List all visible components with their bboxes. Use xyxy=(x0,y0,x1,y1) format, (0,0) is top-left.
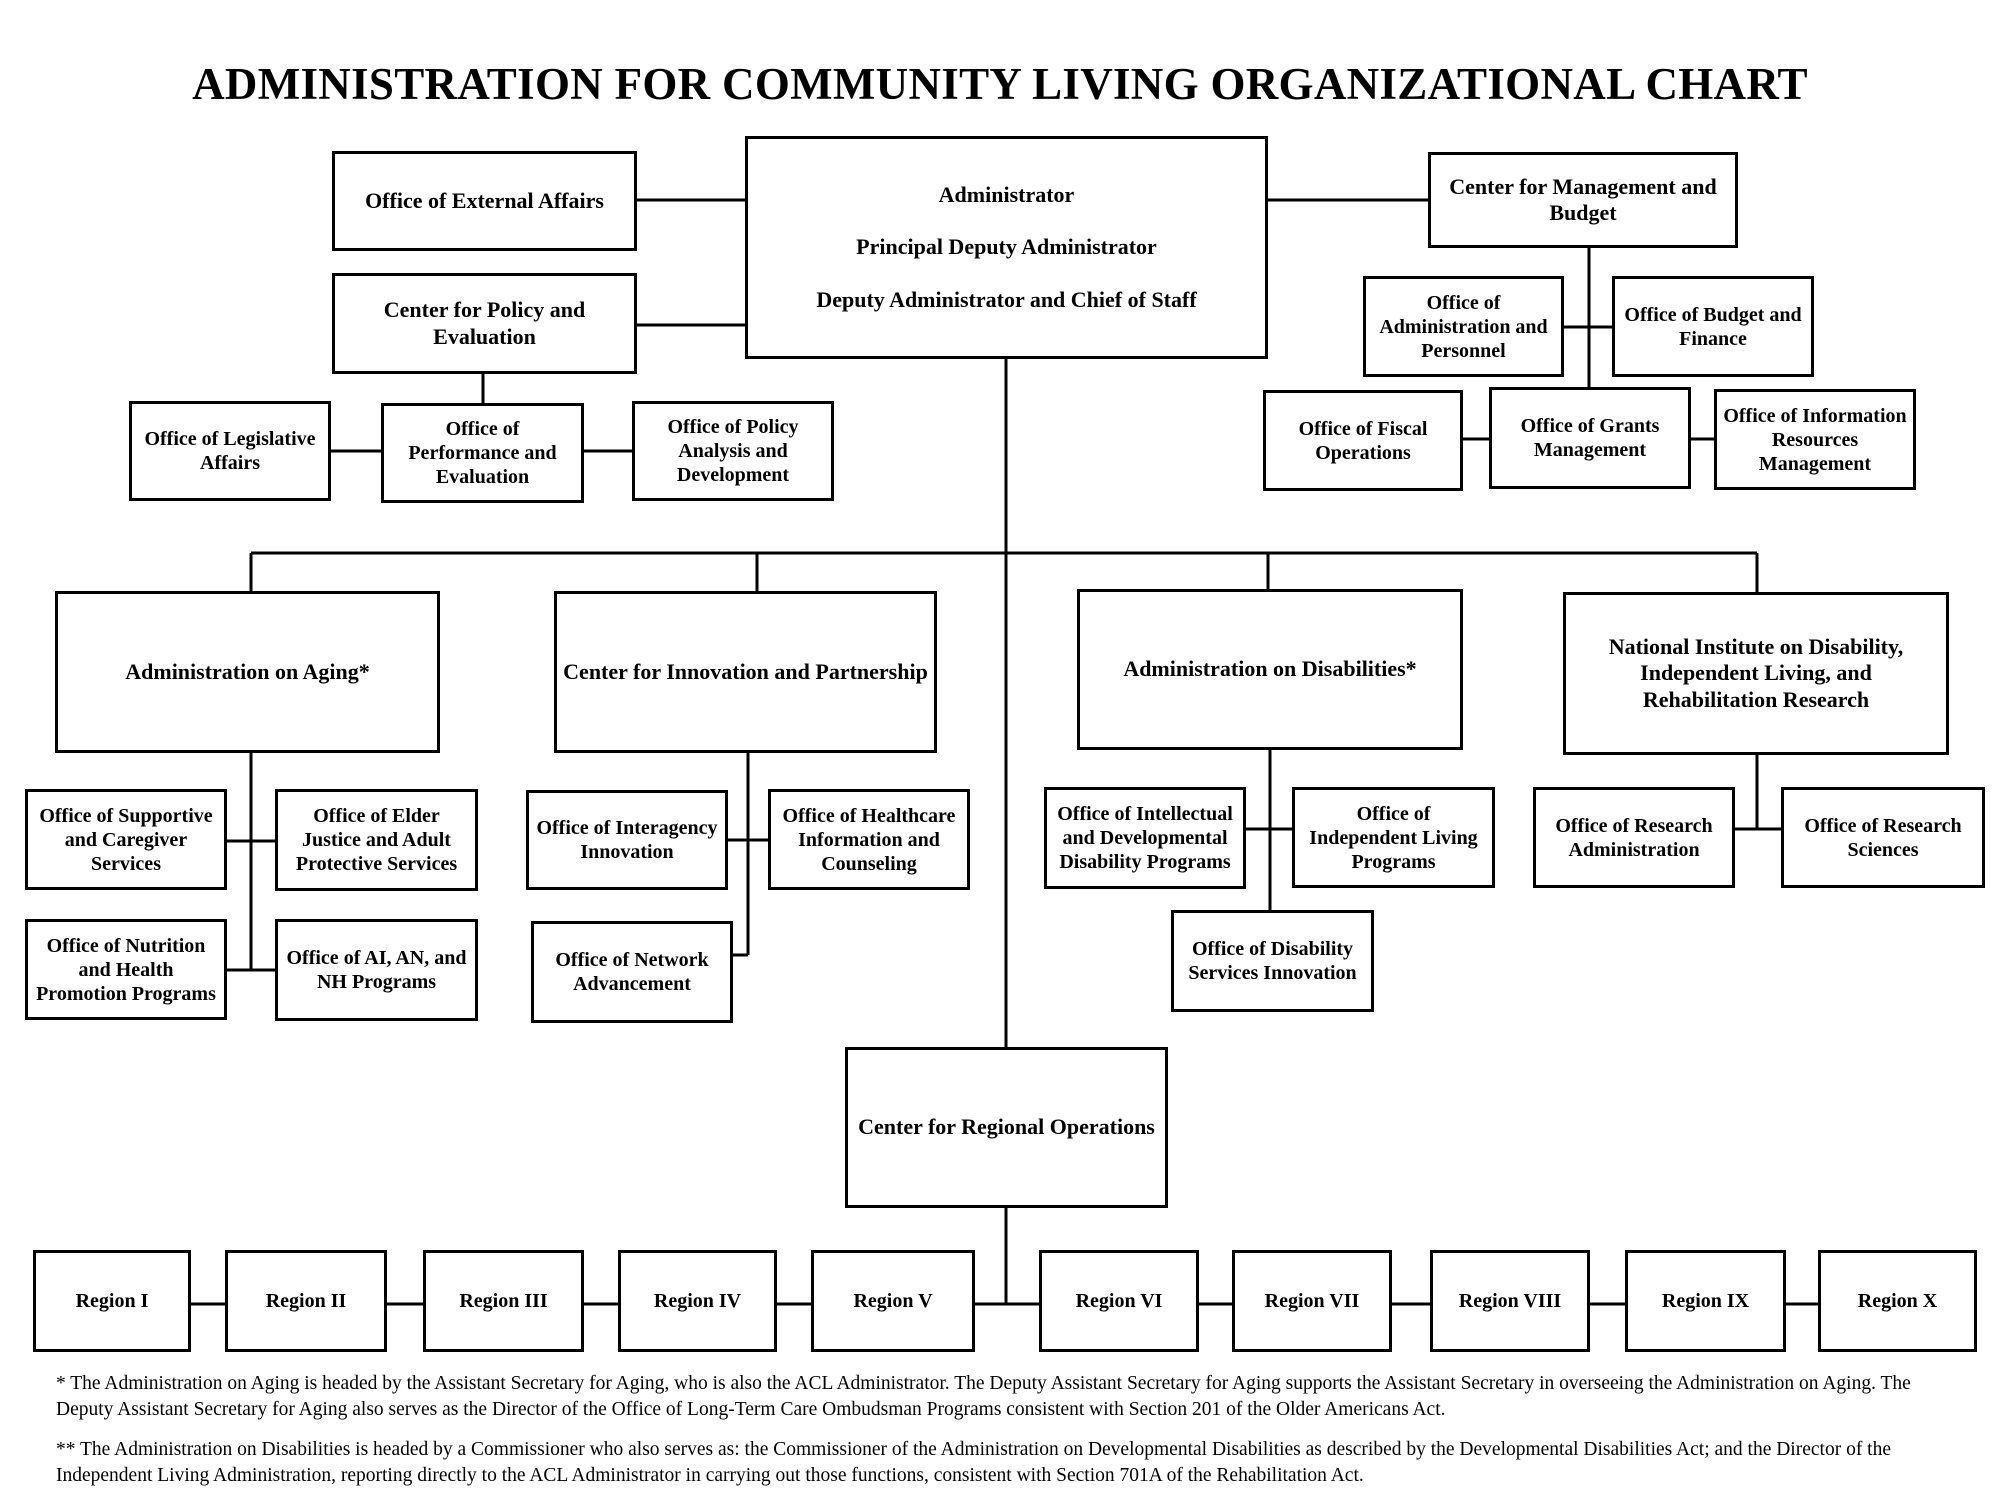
independent-living-box: Office of Independent Living Programs xyxy=(1292,787,1495,888)
management-budget-label: Center for Management and Budget xyxy=(1449,173,1717,225)
region-label: Region VIII xyxy=(1458,1290,1562,1312)
chart-title: ADMINISTRATION FOR COMMUNITY LIVING ORGA… xyxy=(192,59,1808,109)
region-label: Region VII xyxy=(1264,1290,1360,1312)
footnote-disabilities: ** The Administration on Disabilities is… xyxy=(56,1439,1892,1487)
fiscal-operations-label: Office of Fiscal Operations xyxy=(1298,417,1428,464)
ai-an-nh-box: Office of AI, AN, and NH Programs xyxy=(275,919,478,1021)
innovation-partnership-box: Center for Innovation and Partnership xyxy=(554,591,937,753)
external-affairs-label: Office of External Affairs xyxy=(365,187,604,213)
chief-of-staff-title: Deputy Administrator and Chief of Staff xyxy=(816,286,1197,312)
ai-an-nh-label: Office of AI, AN, and NH Programs xyxy=(286,947,467,993)
nidilrr-label: National Institute on Disability, Indepe… xyxy=(1608,633,1904,712)
regional-operations-label: Center for Regional Operations xyxy=(858,1114,1155,1140)
healthcare-info-label: Office of Healthcare Information and Cou… xyxy=(782,804,956,875)
grants-management-box: Office of Grants Management xyxy=(1489,387,1691,489)
disability-services-label: Office of Disability Services Innovation xyxy=(1188,938,1357,984)
policy-analysis-label: Office of Policy Analysis and Developmen… xyxy=(667,416,799,486)
footnote-aging: * The Administration on Aging is headed … xyxy=(56,1373,1911,1421)
region-label: Region III xyxy=(459,1290,548,1312)
elder-justice-box: Office of Elder Justice and Adult Protec… xyxy=(275,789,478,891)
supportive-caregiver-box: Office of Supportive and Caregiver Servi… xyxy=(25,789,227,890)
region-label: Region IV xyxy=(653,1290,742,1312)
disability-services-box: Office of Disability Services Innovation xyxy=(1171,910,1374,1012)
idd-programs-label: Office of Intellectual and Developmental… xyxy=(1057,803,1233,873)
interagency-innovation-label: Office of Interagency Innovation xyxy=(536,817,718,863)
performance-evaluation-box: Office of Performance and Evaluation xyxy=(381,403,584,503)
nutrition-health-box: Office of Nutrition and Health Promotion… xyxy=(25,919,227,1020)
region-box: Region V xyxy=(811,1250,975,1352)
budget-finance-label: Office of Budget and Finance xyxy=(1624,303,1802,350)
policy-evaluation-label: Center for Policy and Evaluation xyxy=(383,297,586,349)
research-sciences-label: Office of Research Sciences xyxy=(1804,814,1962,861)
admin-personnel-box: Office of Administration and Personnel xyxy=(1363,276,1564,377)
region-label: Region V xyxy=(853,1290,933,1312)
region-label: Region I xyxy=(75,1290,149,1312)
nidilrr-box: National Institute on Disability, Indepe… xyxy=(1563,592,1949,755)
aging-box: Administration on Aging* xyxy=(55,591,440,753)
admin-personnel-label: Office of Administration and Personnel xyxy=(1379,291,1548,362)
budget-finance-box: Office of Budget and Finance xyxy=(1612,276,1814,377)
external-affairs-box: Office of External Affairs xyxy=(332,151,637,251)
region-box: Region VII xyxy=(1232,1250,1392,1352)
region-box: Region X xyxy=(1818,1250,1977,1352)
healthcare-info-box: Office of Healthcare Information and Cou… xyxy=(768,789,970,890)
research-admin-label: Office of Research Administration xyxy=(1555,814,1713,861)
region-label: Region IX xyxy=(1661,1290,1750,1312)
elder-justice-label: Office of Elder Justice and Adult Protec… xyxy=(295,805,458,875)
research-admin-box: Office of Research Administration xyxy=(1533,787,1735,888)
region-box: Region VI xyxy=(1039,1250,1199,1352)
disabilities-label: Administration on Disabilities* xyxy=(1123,656,1417,682)
policy-evaluation-box: Center for Policy and Evaluation xyxy=(332,273,637,374)
policy-analysis-box: Office of Policy Analysis and Developmen… xyxy=(632,401,834,501)
innovation-partnership-label: Center for Innovation and Partnership xyxy=(563,658,928,684)
research-sciences-box: Office of Research Sciences xyxy=(1781,787,1985,888)
performance-evaluation-label: Office of Performance and Evaluation xyxy=(408,418,557,488)
region-box: Region I xyxy=(33,1250,191,1352)
aging-label: Administration on Aging* xyxy=(125,658,370,684)
idd-programs-box: Office of Intellectual and Developmental… xyxy=(1044,787,1246,889)
nutrition-health-label: Office of Nutrition and Health Promotion… xyxy=(36,934,216,1005)
region-box: Region VIII xyxy=(1430,1250,1590,1352)
principal-deputy-title: Principal Deputy Administrator xyxy=(856,234,1157,260)
management-budget-box: Center for Management and Budget xyxy=(1428,152,1738,248)
region-box: Region IV xyxy=(618,1250,777,1352)
region-label: Region II xyxy=(265,1290,347,1312)
legislative-affairs-box: Office of Legislative Affairs xyxy=(129,401,331,501)
region-box: Region II xyxy=(225,1250,387,1352)
region-label: Region X xyxy=(1857,1290,1938,1312)
interagency-innovation-box: Office of Interagency Innovation xyxy=(526,790,728,890)
grants-management-label: Office of Grants Management xyxy=(1520,415,1660,461)
network-advancement-label: Office of Network Advancement xyxy=(555,949,709,995)
region-label: Region VI xyxy=(1075,1290,1163,1312)
fiscal-operations-box: Office of Fiscal Operations xyxy=(1263,390,1463,491)
region-box: Region III xyxy=(423,1250,584,1352)
network-advancement-box: Office of Network Advancement xyxy=(531,921,733,1023)
disabilities-box: Administration on Disabilities* xyxy=(1077,589,1463,750)
regional-operations-box: Center for Regional Operations xyxy=(845,1047,1168,1208)
supportive-caregiver-label: Office of Supportive and Caregiver Servi… xyxy=(39,804,213,875)
info-resources-label: Office of Information Resources Manageme… xyxy=(1723,404,1907,475)
independent-living-label: Office of Independent Living Programs xyxy=(1309,802,1478,873)
administrator-box: Administrator Principal Deputy Administr… xyxy=(745,136,1268,359)
legislative-affairs-label: Office of Legislative Affairs xyxy=(144,428,316,474)
region-box: Region IX xyxy=(1625,1250,1786,1352)
info-resources-box: Office of Information Resources Manageme… xyxy=(1714,389,1916,490)
administrator-title: Administrator xyxy=(938,181,1075,207)
